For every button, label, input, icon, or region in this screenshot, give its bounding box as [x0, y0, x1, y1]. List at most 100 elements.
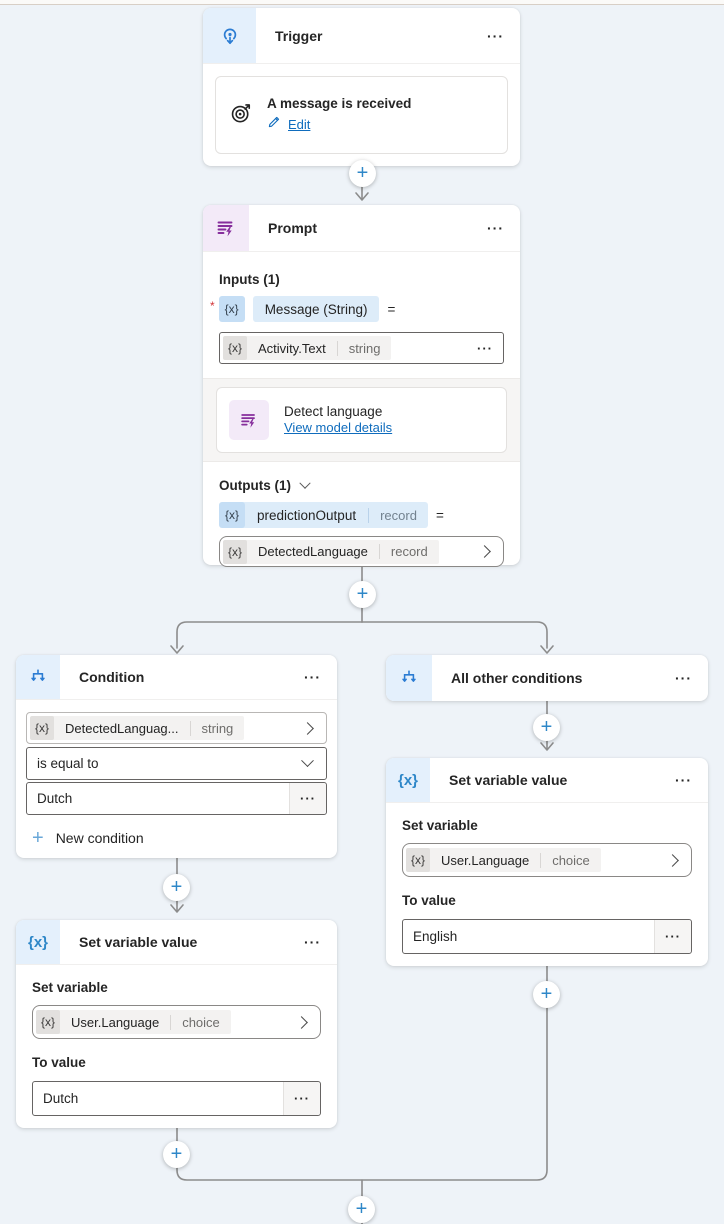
outputs-label-row[interactable]: Outputs (1)	[219, 477, 504, 493]
insert-node-button[interactable]: +	[163, 1141, 190, 1168]
equals-sign: =	[387, 301, 396, 317]
chevron-right-icon[interactable]	[478, 545, 491, 558]
input-param-name-chip[interactable]: Message (String)	[252, 296, 380, 322]
condition-operand-field[interactable]: {x} DetectedLanguag... string	[26, 712, 327, 744]
set-variable-dutch-title: Set variable value	[79, 934, 198, 950]
to-value-menu-button[interactable]: ···	[654, 920, 691, 953]
output-param-name: predictionOutput	[257, 507, 357, 523]
outputs-label: Outputs (1)	[219, 478, 291, 493]
trigger-menu-button[interactable]: ···	[481, 27, 510, 45]
insert-node-button[interactable]: +	[348, 1196, 375, 1223]
trigger-title: Trigger	[275, 27, 323, 44]
condition-operand: DetectedLanguag...	[65, 720, 179, 736]
all-other-conditions-node: All other conditions ···	[386, 655, 708, 701]
trigger-action-card[interactable]: A message is received Edit	[215, 76, 508, 154]
to-value-text: English	[413, 929, 458, 944]
inputs-label: Inputs (1)	[219, 272, 280, 287]
set-variable-dutch-header[interactable]: {x} Set variable value ···	[16, 920, 337, 965]
condition-value: Dutch	[37, 791, 73, 806]
insert-node-button[interactable]: +	[533, 981, 560, 1008]
prompt-title: Prompt	[268, 220, 317, 236]
prompt-menu-button[interactable]: ···	[481, 219, 510, 237]
input-param-name: Message (String)	[264, 301, 368, 317]
input-param-chip[interactable]: {x}	[218, 296, 245, 322]
branch-icon	[386, 655, 432, 701]
detected-language-type: record	[378, 544, 439, 559]
output-param-type: record	[368, 507, 428, 523]
condition-operator-dropdown[interactable]: is equal to	[26, 747, 327, 780]
trigger-node: Trigger ··· A message is received	[203, 8, 520, 166]
variable-type: choice	[170, 1014, 231, 1030]
to-value-field[interactable]: English ···	[402, 919, 692, 954]
equals-sign: =	[435, 507, 444, 523]
message-field-menu-button[interactable]: ···	[467, 341, 503, 356]
detect-language-icon	[229, 400, 269, 440]
set-variable-node-dutch: {x} Set variable value ··· Set variable …	[16, 920, 337, 1128]
all-other-conditions-title: All other conditions	[451, 670, 583, 686]
fx-icon: {x}	[30, 716, 55, 740]
prompt-node-header[interactable]: Prompt ···	[203, 205, 520, 252]
new-condition-button[interactable]: + New condition	[32, 828, 321, 848]
message-value-field[interactable]: {x} Activity.Text string ···	[219, 332, 504, 364]
fx-icon: {x}	[218, 296, 245, 322]
variable-field[interactable]: {x} User.Language choice	[402, 843, 692, 877]
variable-type: choice	[540, 852, 601, 868]
model-title: Detect language	[284, 403, 383, 419]
fx-icon: {x}	[219, 502, 246, 528]
to-value-label: To value	[32, 1055, 86, 1070]
fx-icon: {x}	[223, 336, 248, 360]
to-value-menu-button[interactable]: ···	[283, 1082, 320, 1115]
top-edge-strip	[0, 0, 724, 5]
trigger-node-header[interactable]: Trigger ···	[203, 8, 520, 64]
variable-icon: {x}	[16, 920, 60, 964]
condition-value-menu-button[interactable]: ···	[289, 783, 326, 814]
view-model-details-link[interactable]: View model details	[284, 419, 393, 435]
output-param-chip[interactable]: {x} predictionOutput record	[219, 502, 428, 528]
plus-icon: +	[32, 827, 44, 849]
trigger-icon	[203, 8, 256, 63]
condition-menu-button[interactable]: ···	[298, 668, 327, 686]
chevron-right-icon[interactable]	[295, 1015, 308, 1029]
insert-node-button[interactable]: +	[349, 581, 376, 608]
fx-icon: {x}	[406, 848, 431, 872]
branch-icon	[16, 655, 60, 699]
activity-text-token: Activity.Text	[258, 340, 326, 356]
condition-node-header[interactable]: Condition ···	[16, 655, 337, 700]
condition-operand-type: string	[189, 720, 245, 736]
set-variable-english-title: Set variable value	[449, 772, 568, 788]
set-variable-english-header[interactable]: {x} Set variable value ···	[386, 758, 708, 803]
fx-icon: {x}	[223, 539, 248, 564]
output-param-row: {x} predictionOutput record =	[219, 502, 504, 528]
detected-language-token: DetectedLanguage	[258, 544, 368, 559]
condition-title: Condition	[79, 669, 145, 685]
trigger-body: A message is received Edit	[203, 76, 520, 154]
trigger-action-title: A message is received	[267, 96, 412, 111]
set-variable-english-menu-button[interactable]: ···	[669, 771, 698, 789]
set-variable-node-english: {x} Set variable value ··· Set variable …	[386, 758, 708, 966]
variable-field[interactable]: {x} User.Language choice	[32, 1005, 321, 1039]
condition-operator-value: is equal to	[37, 756, 99, 771]
to-value-field[interactable]: Dutch ···	[32, 1081, 321, 1116]
edit-link[interactable]: Edit	[288, 116, 311, 132]
model-section: Detect language View model details	[203, 378, 520, 462]
chevron-down-icon	[301, 754, 314, 768]
insert-node-button[interactable]: +	[349, 160, 376, 187]
prompt-node: Prompt ··· Inputs (1) * {x} Message (Str…	[203, 205, 520, 567]
chevron-right-icon[interactable]	[666, 853, 679, 867]
chevron-down-icon	[299, 477, 311, 489]
insert-node-button[interactable]: +	[163, 874, 190, 901]
activity-text-type: string	[336, 340, 392, 356]
chevron-right-icon[interactable]	[301, 721, 314, 735]
condition-value-field[interactable]: Dutch ···	[26, 782, 327, 815]
set-variable-dutch-menu-button[interactable]: ···	[298, 933, 327, 951]
insert-node-button[interactable]: +	[533, 714, 560, 741]
fx-icon: {x}	[36, 1010, 61, 1034]
model-card[interactable]: Detect language View model details	[216, 387, 507, 453]
required-asterisk: *	[210, 299, 215, 313]
prompt-icon	[203, 205, 249, 251]
variable-ref: User.Language	[441, 852, 530, 868]
all-other-conditions-menu-button[interactable]: ···	[669, 669, 698, 687]
set-variable-label: Set variable	[402, 818, 478, 833]
output-value-field[interactable]: {x} DetectedLanguage record	[219, 536, 504, 567]
all-other-conditions-header[interactable]: All other conditions ···	[386, 655, 708, 701]
